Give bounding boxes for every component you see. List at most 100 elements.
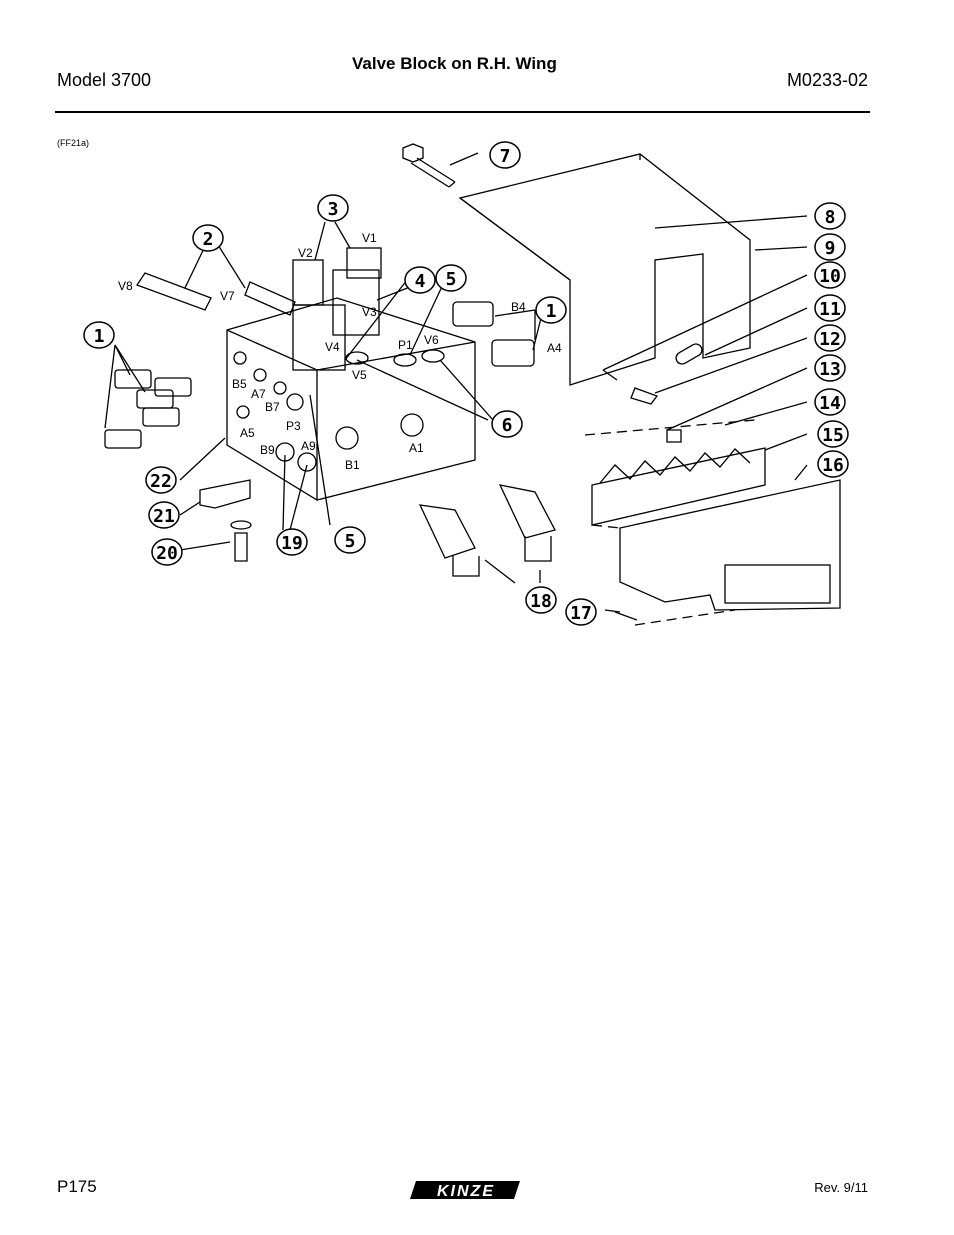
callout-17: 17 [570, 603, 592, 624]
callout-circle [145, 466, 177, 494]
mounting-plate-shape [619, 479, 841, 611]
callout-16: 16 [822, 455, 844, 476]
terminal-teeth-shape [599, 448, 751, 484]
callout-circle [814, 202, 846, 230]
figure-id: (FF21a) [57, 138, 90, 148]
fitting-v7-shape [244, 281, 296, 316]
port-hole [236, 405, 250, 419]
callout-circle [535, 296, 567, 324]
callout-2: 2 [203, 229, 214, 250]
port-label-a4: A4 [547, 341, 562, 355]
bolt-head-shape [402, 143, 424, 163]
port-label-v3: V3 [362, 305, 377, 319]
callout-15: 15 [822, 425, 844, 446]
port-hole [286, 393, 304, 411]
callout-19: 19 [281, 533, 303, 554]
screw-17-shape [614, 611, 638, 621]
port-label-v1: V1 [362, 231, 377, 245]
cartridge-v1-shape [346, 247, 382, 279]
port-label-b5: B5 [232, 377, 247, 391]
callout-6: 6 [502, 415, 513, 436]
port-label-v7: V7 [220, 289, 235, 303]
plug-v6-shape [421, 349, 445, 363]
cover-fold-shape [459, 154, 641, 281]
plate-cutout-shape [724, 564, 831, 604]
screw-shape [602, 369, 618, 381]
fitting-shape [154, 377, 192, 397]
exploded-parts-diagram: 7 8 9 10 11 12 13 14 15 16 17 18 2 3 4 5… [83, 141, 849, 626]
port-hole [335, 426, 359, 450]
document-number: M0233-02 [786, 70, 868, 90]
callout-circle [814, 354, 846, 382]
callout-11: 11 [819, 299, 841, 320]
port-hole [297, 452, 317, 472]
callout-circle [489, 141, 521, 169]
port-label-v4: V4 [325, 340, 340, 354]
bolt-shape [234, 532, 248, 562]
callout-13: 13 [819, 359, 841, 380]
callout-7: 7 [500, 146, 511, 167]
fitting-shape [104, 429, 142, 449]
port-label-v2: V2 [298, 246, 313, 260]
port-label-b9: B9 [260, 443, 275, 457]
fitting-shape [142, 407, 180, 427]
callout-circle [525, 586, 557, 614]
model-label: Model 3700 [57, 70, 152, 90]
port-label-p3: P3 [286, 419, 301, 433]
callout-circle [435, 264, 467, 292]
header-rule [55, 111, 870, 113]
terminal-strip-shape [591, 447, 766, 526]
callout-1-left: 1 [94, 326, 105, 347]
callout-circle [83, 321, 115, 349]
valve-block-edges-shape [226, 329, 476, 500]
clip-shape [666, 429, 682, 443]
callout-12: 12 [819, 329, 841, 350]
callout-3: 3 [328, 199, 339, 220]
port-label-b4: B4 [511, 300, 526, 314]
callout-circle [334, 526, 366, 554]
cartridge-v4-shape [292, 304, 346, 371]
washer-shape [230, 520, 252, 530]
fitting-a4-shape [491, 339, 535, 367]
bolt-shank-shape [410, 157, 456, 188]
fitting-b4-shape [452, 301, 494, 327]
cover-shape [458, 153, 751, 386]
port-label-b1: B1 [345, 458, 360, 472]
clamp-shape [630, 387, 659, 405]
kinze-logo: KINZE [410, 1181, 520, 1200]
callout-circle [814, 233, 846, 261]
callout-circle [151, 538, 183, 566]
page-number: P175 [57, 1177, 97, 1196]
callout-21: 21 [153, 506, 175, 527]
spacer-shape [675, 343, 703, 365]
callout-circle [814, 388, 846, 416]
port-hole [233, 351, 247, 365]
callout-1-right: 1 [546, 301, 557, 322]
callout-circle [192, 224, 224, 252]
fitting-shape [114, 369, 152, 389]
assembly-line [584, 419, 756, 626]
callout-8: 8 [825, 207, 836, 228]
callout-5-top: 5 [446, 269, 457, 290]
callout-10: 10 [819, 266, 841, 287]
valve-block-shape [226, 297, 476, 501]
fitting-v8-shape [136, 272, 212, 311]
callout-5-bottom: 5 [345, 531, 356, 552]
callout-circle [814, 261, 846, 289]
callout-9: 9 [825, 238, 836, 259]
callout-4: 4 [415, 271, 426, 292]
callout-22: 22 [150, 471, 172, 492]
bracket-shape [199, 479, 251, 509]
callout-circle [276, 528, 308, 556]
port-label-v8: V8 [118, 279, 133, 293]
plug-p1-shape [393, 353, 417, 367]
port-label-b7: B7 [265, 400, 280, 414]
port-label-v5: V5 [352, 368, 367, 382]
callout-circle [148, 501, 180, 529]
leader-lines [104, 152, 808, 613]
callout-20: 20 [156, 543, 178, 564]
port-label-a9: A9 [301, 439, 316, 453]
callout-14: 14 [819, 393, 841, 414]
cartridge-v2-shape [292, 259, 324, 306]
callout-circle [317, 194, 349, 222]
